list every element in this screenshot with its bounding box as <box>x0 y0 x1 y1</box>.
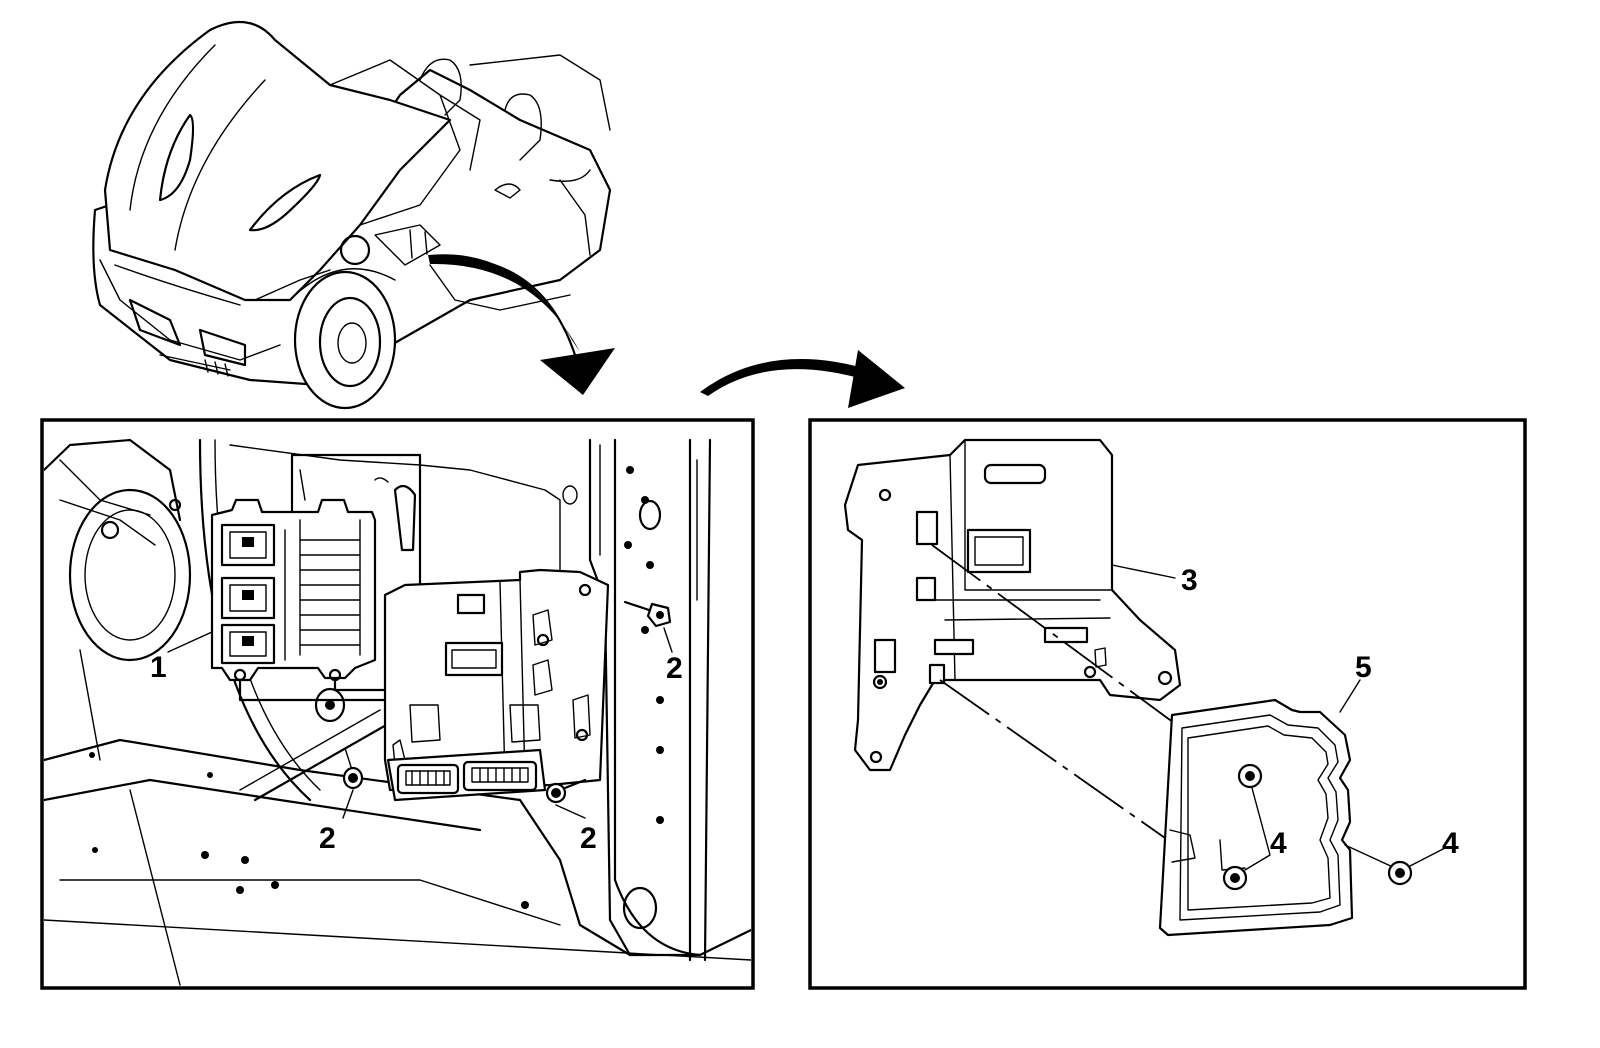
bolt-lower-left <box>342 747 364 790</box>
callout-cover: 5 <box>1355 651 1372 684</box>
callout-nut-right: 4 <box>1442 827 1459 860</box>
callout-bracket: 3 <box>1181 564 1198 597</box>
ecm-cover <box>1158 698 1354 937</box>
ecm-module <box>210 498 377 682</box>
leader-2b <box>342 789 354 819</box>
leader-2c <box>555 804 586 819</box>
callout-bolt-bottom-right: 2 <box>580 822 597 855</box>
callout-nut-left: 4 <box>1270 827 1287 860</box>
arrow-to-detail-left <box>428 254 615 395</box>
right-detail-panel: 3 5 4 4 <box>808 418 1527 990</box>
callout-bolt-right: 2 <box>666 652 683 685</box>
nut-lower <box>1222 865 1248 891</box>
bolt-upper-right <box>623 600 672 628</box>
leader-2a <box>663 627 673 653</box>
nut-upper <box>1237 763 1263 789</box>
callout-ecm: 1 <box>150 651 167 684</box>
vehicle-overview-illustration <box>92 20 612 410</box>
leader-4b <box>1409 847 1446 867</box>
callout-bolt-bottom-left: 2 <box>319 822 336 855</box>
leader-4a <box>1244 787 1271 871</box>
leader-5 <box>1339 679 1361 713</box>
nut-right <box>1344 844 1413 886</box>
leader-1 <box>167 631 213 653</box>
leader-3 <box>1111 564 1176 579</box>
arrow-to-detail-right <box>700 350 905 408</box>
left-detail-panel: 1 2 2 2 <box>40 418 755 990</box>
bolt-lower-right <box>545 778 587 804</box>
ecm-mounting-bracket <box>383 568 610 802</box>
